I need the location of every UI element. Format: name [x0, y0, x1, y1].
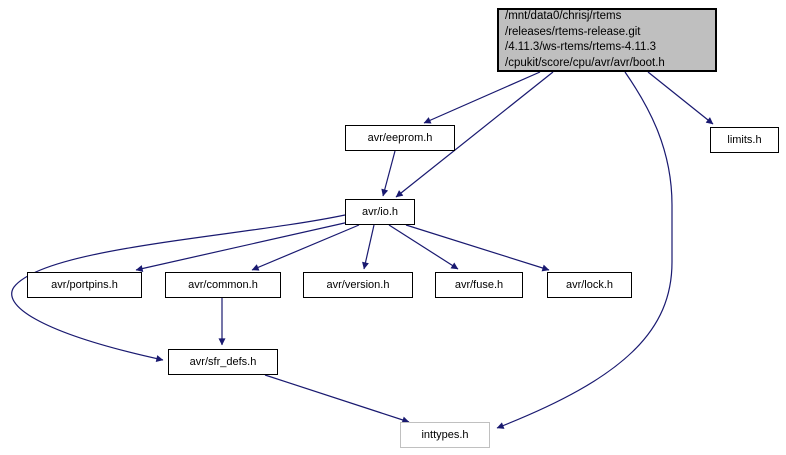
node-inttypes-h[interactable]: inttypes.h [400, 422, 490, 448]
node-boot-h: /mnt/data0/chrisj/rtems /releases/rtems-… [497, 8, 717, 72]
node-avr-eeprom-h[interactable]: avr/eeprom.h [345, 125, 455, 151]
edge-io-to-version [362, 224, 375, 270]
edge-boot-to-inttypes [496, 71, 673, 429]
edge-io-to-fuse [388, 224, 459, 270]
node-avr-version-h[interactable]: avr/version.h [303, 272, 413, 298]
edge-io-to-sfr-defs [11, 214, 346, 362]
node-avr-fuse-h[interactable]: avr/fuse.h [435, 272, 523, 298]
edge-boot-to-limits [647, 71, 714, 125]
edge-boot-to-io [395, 71, 554, 198]
node-avr-sfr-defs-h[interactable]: avr/sfr_defs.h [168, 349, 278, 375]
edge-eeprom-to-io [381, 150, 396, 197]
edge-sfr-defs-to-inttypes [264, 374, 410, 424]
edge-boot-to-eeprom [423, 71, 541, 124]
node-avr-io-h[interactable]: avr/io.h [345, 199, 415, 225]
node-avr-lock-h[interactable]: avr/lock.h [547, 272, 632, 298]
node-avr-portpins-h[interactable]: avr/portpins.h [27, 272, 142, 298]
edge-io-to-common [251, 224, 360, 271]
node-limits-h[interactable]: limits.h [710, 127, 779, 153]
node-avr-common-h[interactable]: avr/common.h [165, 272, 281, 298]
edge-io-to-portpins [135, 221, 350, 272]
edge-io-to-lock [405, 224, 550, 272]
